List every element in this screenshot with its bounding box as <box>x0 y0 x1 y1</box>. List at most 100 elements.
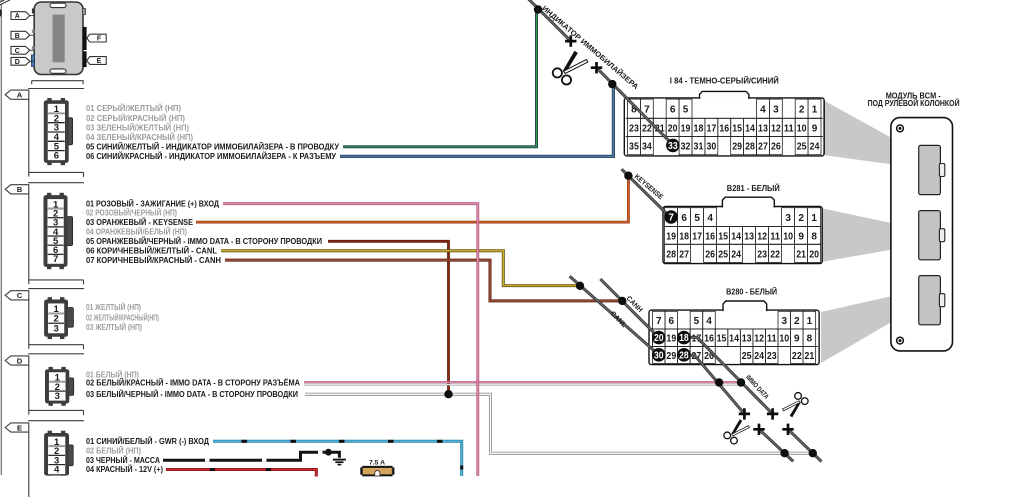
svg-text:4: 4 <box>54 465 60 476</box>
svg-text:28: 28 <box>679 350 689 361</box>
svg-text:20: 20 <box>668 123 678 134</box>
svg-text:3: 3 <box>54 123 59 134</box>
svg-text:33: 33 <box>668 141 678 152</box>
svg-text:16: 16 <box>705 231 715 242</box>
svg-text:1: 1 <box>812 105 818 116</box>
svg-text:24: 24 <box>754 351 764 362</box>
svg-text:35: 35 <box>629 142 639 153</box>
svg-text:15: 15 <box>732 123 742 134</box>
svg-text:15: 15 <box>717 334 727 345</box>
svg-text:3: 3 <box>785 213 791 224</box>
svg-text:05 ОРАНЖЕВЫЙ/ЧЕРНЫЙ - IMMO DAT: 05 ОРАНЖЕВЫЙ/ЧЕРНЫЙ - IMMO DATA - В СТОР… <box>86 237 322 246</box>
svg-text:7: 7 <box>656 316 662 327</box>
svg-text:13: 13 <box>744 231 754 242</box>
svg-text:9: 9 <box>812 123 818 134</box>
svg-text:18: 18 <box>679 231 689 242</box>
svg-text:B: B <box>17 185 23 194</box>
svg-text:04 ОРАНЖЕВЫЙ/БЕЛЫЙ (НП): 04 ОРАНЖЕВЫЙ/БЕЛЫЙ (НП) <box>86 228 187 237</box>
svg-text:10: 10 <box>797 123 807 134</box>
svg-text:3: 3 <box>781 316 787 327</box>
svg-text:12: 12 <box>757 231 767 242</box>
svg-text:04 ЗЕЛЕНЫЙ/КРАСНЫЙ (НП): 04 ЗЕЛЕНЫЙ/КРАСНЫЙ (НП) <box>86 133 193 142</box>
svg-text:1: 1 <box>55 372 61 383</box>
svg-text:2: 2 <box>794 316 800 327</box>
svg-text:02 ЖЕЛТЫЙ/КРАСНЫЙ(НП): 02 ЖЕЛТЫЙ/КРАСНЫЙ(НП) <box>86 314 159 323</box>
svg-text:12: 12 <box>754 334 764 345</box>
svg-text:03 БЕЛЫЙ/ЧЕРНЫЙ - IMMO DATA -: 03 БЕЛЫЙ/ЧЕРНЫЙ - IMMO DATA - В СТОРОНУ … <box>86 390 298 399</box>
svg-text:30: 30 <box>654 350 664 361</box>
svg-text:29: 29 <box>732 142 742 153</box>
svg-text:06 КОРИЧНЕВЫЙ/ЖЕЛТЫЙ - CANL: 06 КОРИЧНЕВЫЙ/ЖЕЛТЫЙ - CANL <box>86 246 217 255</box>
svg-text:6: 6 <box>54 151 59 162</box>
svg-text:8: 8 <box>807 334 813 345</box>
svg-text:2: 2 <box>55 382 60 393</box>
svg-text:04 КРАСНЫЙ - 12V (+): 04 КРАСНЫЙ - 12V (+) <box>86 465 163 474</box>
svg-text:14: 14 <box>731 231 741 242</box>
svg-text:25: 25 <box>797 142 807 153</box>
svg-text:B: B <box>15 33 20 40</box>
svg-text:03 ЧЕРНЫЙ - МАССА: 03 ЧЕРНЫЙ - МАССА <box>86 456 160 465</box>
svg-text:18: 18 <box>679 333 689 344</box>
svg-text:2: 2 <box>54 113 59 124</box>
svg-text:2: 2 <box>53 208 58 219</box>
svg-text:A: A <box>15 13 20 20</box>
svg-text:D: D <box>17 356 23 365</box>
svg-text:05 СИНИЙ/ЖЕЛТЫЙ - ИНДИКАТОР ИМ: 05 СИНИЙ/ЖЕЛТЫЙ - ИНДИКАТОР ИММОБИЛАЙЗЕР… <box>86 142 339 151</box>
svg-text:9: 9 <box>798 231 804 242</box>
svg-text:23: 23 <box>757 249 767 260</box>
svg-text:6: 6 <box>669 316 675 327</box>
svg-text:20: 20 <box>809 249 819 260</box>
svg-text:15: 15 <box>718 231 728 242</box>
svg-text:11: 11 <box>784 123 794 134</box>
svg-text:5: 5 <box>694 213 700 224</box>
svg-text:01 БЕЛЫЙ (НП): 01 БЕЛЫЙ (НП) <box>86 371 139 380</box>
svg-text:2: 2 <box>798 213 804 224</box>
svg-text:17: 17 <box>706 123 716 134</box>
svg-text:22: 22 <box>642 123 652 134</box>
svg-text:34: 34 <box>642 142 652 153</box>
svg-text:03 ОРАНЖЕВЫЙ - KEYSENSE: 03 ОРАНЖЕВЫЙ - KEYSENSE <box>86 218 193 227</box>
svg-text:7: 7 <box>668 213 674 224</box>
svg-text:02 БЕЛЫЙ (НП): 02 БЕЛЫЙ (НП) <box>86 446 141 455</box>
svg-text:19: 19 <box>666 231 676 242</box>
svg-text:24: 24 <box>810 142 820 153</box>
svg-text:23: 23 <box>767 351 777 362</box>
svg-text:3: 3 <box>53 218 58 229</box>
svg-text:32: 32 <box>681 142 691 153</box>
svg-text:22: 22 <box>792 351 802 362</box>
svg-text:06 СИНИЙ/КРАСНЫЙ - ИНДИКАТОР И: 06 СИНИЙ/КРАСНЫЙ - ИНДИКАТОР ИММОБИЛАЙЗЕ… <box>86 152 336 161</box>
svg-text:14: 14 <box>729 334 739 345</box>
svg-text:4: 4 <box>707 213 713 224</box>
svg-text:1: 1 <box>54 304 60 315</box>
svg-text:01 РОЗОВЫЙ - ЗАЖИГАНИЕ (+) ВХО: 01 РОЗОВЫЙ - ЗАЖИГАНИЕ (+) ВХОД <box>86 199 219 208</box>
svg-text:27: 27 <box>758 142 768 153</box>
svg-text:C: C <box>17 291 23 300</box>
svg-text:19: 19 <box>666 334 676 345</box>
svg-text:2: 2 <box>54 314 59 325</box>
svg-text:01 ЖЕЛТЫЙ (НП): 01 ЖЕЛТЫЙ (НП) <box>86 303 141 312</box>
svg-text:26: 26 <box>704 351 714 362</box>
svg-text:28: 28 <box>666 249 676 260</box>
svg-text:13: 13 <box>742 334 752 345</box>
svg-text:25: 25 <box>718 249 728 260</box>
svg-text:30: 30 <box>706 142 716 153</box>
svg-text:МОДУЛЬ BCM -: МОДУЛЬ BCM - <box>886 91 941 100</box>
svg-text:7: 7 <box>53 254 58 265</box>
svg-text:5: 5 <box>694 316 700 327</box>
svg-text:1: 1 <box>54 104 60 115</box>
svg-text:3: 3 <box>773 105 779 116</box>
svg-text:3: 3 <box>54 455 59 466</box>
svg-text:11: 11 <box>767 334 777 345</box>
svg-text:27: 27 <box>679 249 689 260</box>
svg-text:10: 10 <box>783 231 793 242</box>
svg-text:13: 13 <box>758 123 768 134</box>
svg-text:10: 10 <box>779 334 789 345</box>
svg-text:B281 - БЕЛЫЙ: B281 - БЕЛЫЙ <box>727 184 780 193</box>
svg-text:24: 24 <box>731 249 741 260</box>
svg-text:23: 23 <box>629 123 639 134</box>
svg-text:ПОД РУЛЕВОЙ КОЛОНКОЙ: ПОД РУЛЕВОЙ КОЛОНКОЙ <box>868 99 960 108</box>
svg-text:03 ЖЕЛТЫЙ (НП): 03 ЖЕЛТЫЙ (НП) <box>86 323 142 332</box>
svg-text:29: 29 <box>666 351 676 362</box>
svg-text:12: 12 <box>771 123 781 134</box>
svg-text:C: C <box>15 48 20 55</box>
